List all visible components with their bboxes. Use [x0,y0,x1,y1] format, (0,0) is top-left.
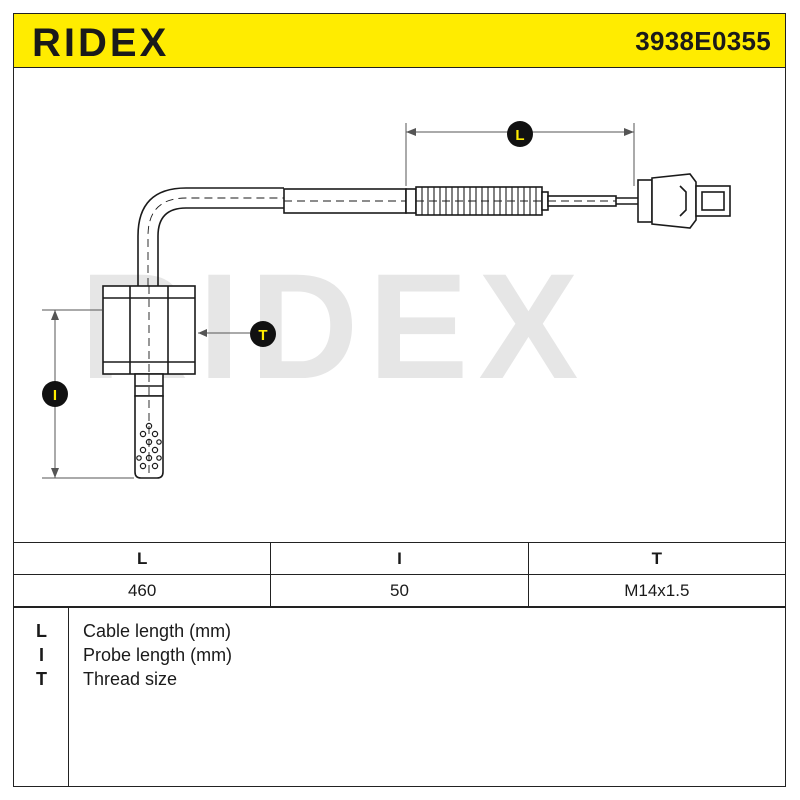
marker-I [42,381,68,407]
sensor-drawing: RIDEX [42,121,731,479]
spec-header-T: T [527,542,787,575]
spec-table: L I T 460 50 M14x1.5 [12,542,787,607]
svg-text:RIDEX: RIDEX [32,21,169,65]
spec-value-row: 460 50 M14x1.5 [12,574,787,607]
spec-value-T: M14x1.5 [527,574,787,607]
legend-keys-column [14,608,69,786]
spec-header-I: I [270,542,529,575]
legend-key-T: T [36,669,47,689]
connector-clip [637,179,653,223]
cable-bend [137,187,284,286]
svg-text:T: T [258,327,267,344]
spec-header-row: L I T [12,542,787,575]
ribbed-sleeve [405,188,417,214]
cable-bend-inner [157,207,284,286]
svg-text:L: L [515,127,524,144]
legend-desc-L: Cable length (mm) [83,621,232,641]
spec-header-L: L [12,542,272,575]
legend-key-I: I [38,645,44,665]
probe-perforations [136,422,162,470]
legend-key-L: L [36,621,47,641]
legend-desc-I: Probe length (mm) [83,645,233,665]
probe-tip [134,395,164,479]
header-bar: RIDEX 3938E0355 [13,13,786,68]
legend-desc-T: Thread size [83,669,178,689]
marker-T [250,321,276,347]
legend-box: L I T Cable length (mm) Probe length (mm… [13,607,786,787]
connector-body [651,173,697,229]
spec-value-I: 50 [270,574,529,607]
ridex-logo: RIDEX [32,21,169,65]
svg-text:I: I [53,387,57,404]
spec-value-L: 460 [12,574,272,607]
marker-L [507,121,533,147]
part-number: 3938E0355 [635,26,771,56]
